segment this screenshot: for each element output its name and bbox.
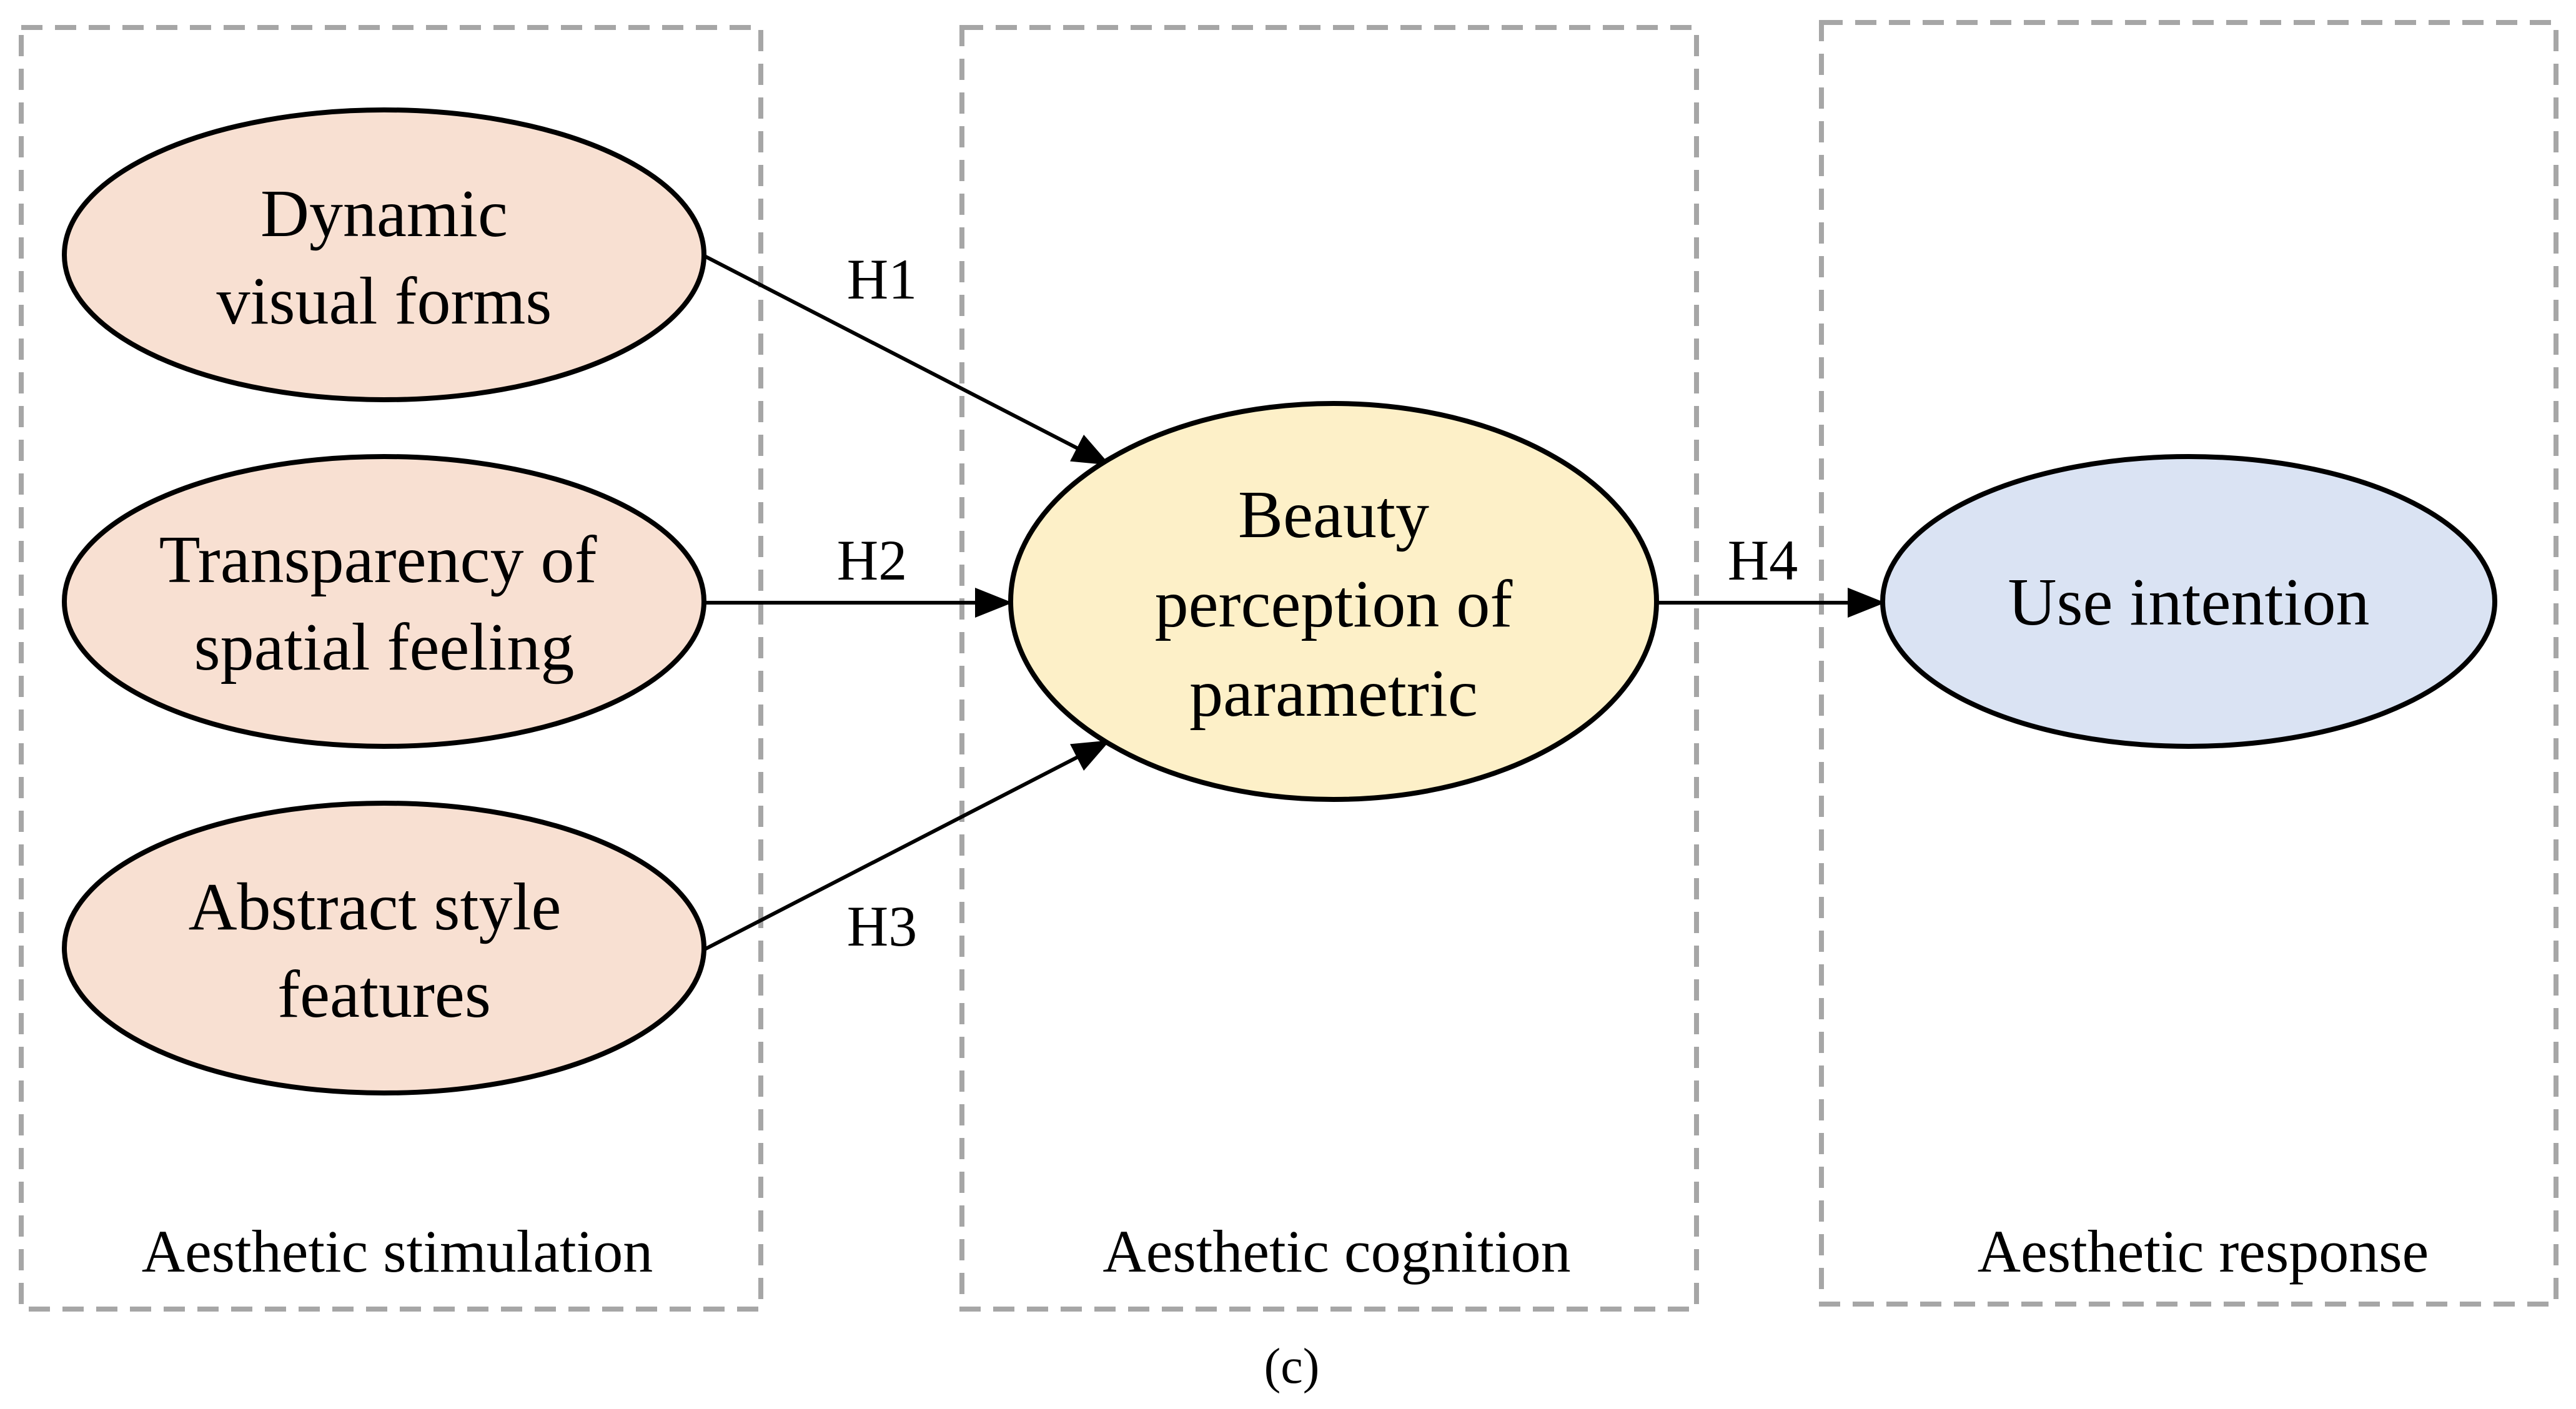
edge-label-h4: H4 — [1728, 528, 1798, 592]
node-beauty-line-2: perception of — [1155, 567, 1513, 641]
edge-h3 — [703, 740, 1111, 951]
node-transparency-line-1: Transparency of — [159, 523, 597, 597]
node-transparency-of-spatial-feeling: Transparency of spatial feeling — [62, 454, 706, 749]
panel-label-cognition: Aesthetic cognition — [1102, 1218, 1570, 1285]
edge-h1 — [703, 254, 1111, 465]
node-dynamic-line-1: Dynamic — [260, 177, 508, 251]
panel-label-stimulation: Aesthetic stimulation — [142, 1218, 653, 1285]
node-dynamic-line-2: visual forms — [217, 264, 552, 339]
figure-caption: (c) — [1264, 1339, 1320, 1394]
edge-label-h2: H2 — [837, 528, 907, 592]
node-use-line-1: Use intention — [2008, 565, 2370, 640]
panel-label-response: Aesthetic response — [1978, 1218, 2429, 1285]
node-beauty-line-1: Beauty — [1238, 478, 1429, 552]
panel-aesthetic-response — [1819, 20, 2559, 1307]
node-dynamic-visual-forms: Dynamic visual forms — [62, 107, 706, 402]
node-abstract-line-1: Abstract style — [189, 870, 562, 944]
edge-label-h1: H1 — [847, 247, 917, 311]
node-transparency-line-2: spatial feeling — [194, 610, 575, 685]
node-beauty-perception-of-parametric: Beauty perception of parametric — [1008, 401, 1659, 802]
node-beauty-line-3: parametric — [1189, 656, 1478, 731]
panel-aesthetic-cognition — [959, 25, 1699, 1312]
node-abstract-line-2: features — [277, 957, 491, 1032]
node-use-intention: Use intention — [1880, 454, 2497, 749]
edge-label-h3: H3 — [847, 894, 917, 958]
node-abstract-style-features: Abstract style features — [62, 801, 706, 1095]
